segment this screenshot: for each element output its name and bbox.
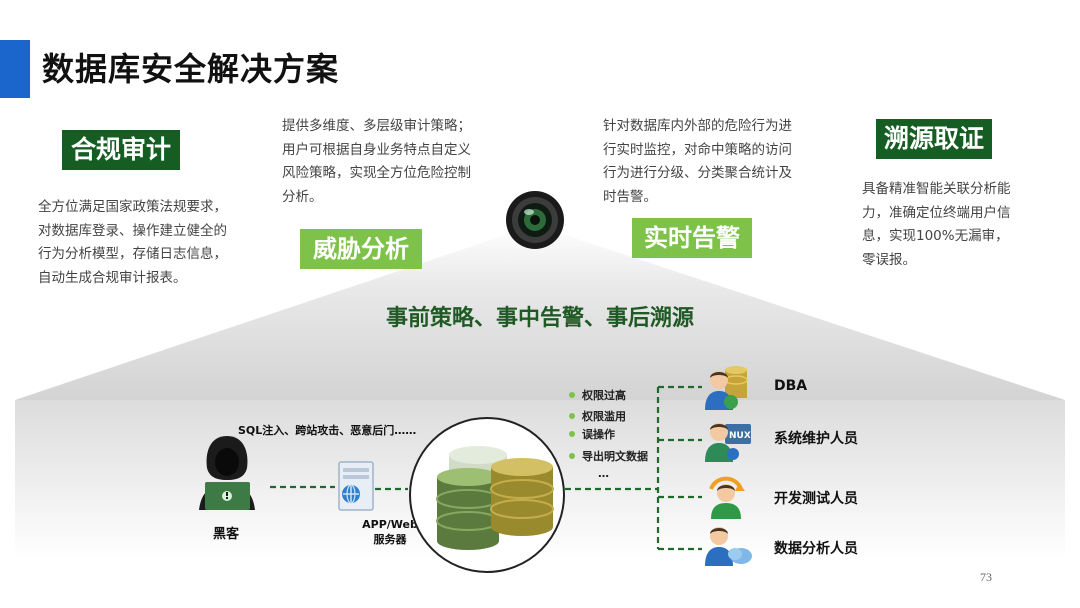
realtime-alert-label: 实时告警 — [632, 218, 752, 258]
hacker-label: 黑客 — [213, 527, 240, 542]
risk-bullet — [569, 453, 575, 459]
sysadmin-icon: NUX — [705, 423, 751, 462]
compliance-audit-label: 合规审计 — [62, 130, 180, 170]
realtime-alert-desc: 针对数据库内外部的危险行为进 行实时监控，对命中策略的访问 行为进行分级、分类聚… — [603, 118, 792, 205]
title-accent-bar — [0, 40, 30, 98]
server-label: APP/Web 服务器 — [362, 518, 418, 546]
page-number: 73 — [980, 570, 992, 584]
attack-types-label: SQL注入、跨站攻击、恶意后门…… — [238, 424, 417, 437]
hacker-icon — [199, 436, 255, 510]
risk-item: 权限滥用 — [582, 410, 626, 423]
threat-analysis-desc: 提供多维度、多层级审计策略； 用户可根据自身业务特点自定义 风险策略，实现全方位… — [282, 118, 471, 205]
database-cluster-icon — [409, 417, 565, 573]
strategy-headline: 事前策略、事中告警、事后溯源 — [385, 306, 694, 331]
compliance-audit-desc: 全方位满足国家政策法规要求， 对数据库登录、操作建立健全的 行为分析模型，存储日… — [38, 199, 227, 286]
threat-analysis-label: 威胁分析 — [300, 229, 422, 269]
role-label-dba: DBA — [774, 378, 808, 394]
svg-text:NUX: NUX — [729, 431, 751, 441]
camera-lens-icon — [506, 191, 564, 249]
risk-item: 权限过高 — [582, 389, 626, 402]
risk-ellipsis: … — [598, 467, 609, 480]
role-label-sysadmin: 系统维护人员 — [774, 431, 858, 447]
page-title: 数据库安全解决方案 — [42, 50, 340, 88]
risk-bullet — [569, 413, 575, 419]
trace-evidence-desc: 具备精准智能关联分析能 力，准确定位终端用户信 息，实现100%无漏审， 零误报… — [862, 181, 1011, 268]
dev-test-icon — [709, 476, 745, 519]
role-label-data-analyst: 数据分析人员 — [774, 541, 858, 557]
risk-item: 误操作 — [582, 428, 615, 441]
risk-bullet — [569, 392, 575, 398]
server-icon — [338, 461, 374, 511]
role-label-dev-test: 开发测试人员 — [774, 491, 858, 507]
risk-item: 导出明文数据 — [582, 450, 648, 463]
risk-bullet — [569, 431, 575, 437]
data-analyst-icon — [705, 527, 752, 566]
trace-evidence-label: 溯源取证 — [876, 119, 992, 159]
dba-icon — [705, 366, 748, 410]
